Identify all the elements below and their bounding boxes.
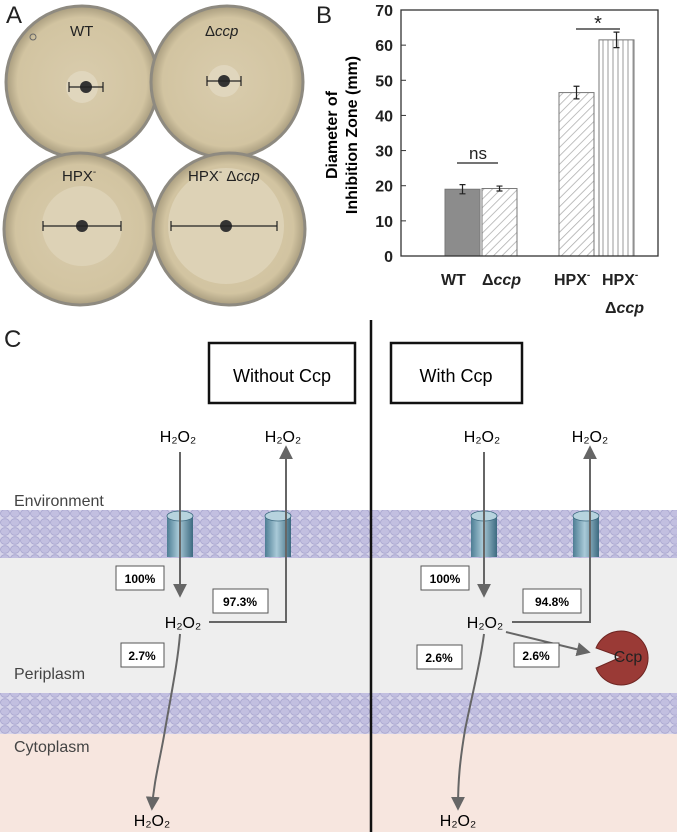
panel-letter-c: C [4,326,22,353]
bar [558,92,595,257]
error-bar [459,184,466,195]
outer-membrane [0,510,677,558]
svg-text:Diameter of: Diameter of [324,90,341,179]
cytoplasm-label: Cytoplasm [14,739,90,756]
right-efflux-arrow [512,445,597,623]
right-cyto-value: 2.6% [425,651,453,665]
right-h2o2-cytoplasm: H₂O₂ [440,813,476,830]
plate-wt [4,4,160,160]
left-efflux-value: 97.3% [223,595,257,609]
panel-letter-a: A [6,2,23,29]
h2o2-flux-diagram: Without Ccp With Ccp Environment Peripla… [0,320,677,832]
ccp-label: Ccp [614,649,643,666]
environment-label: Environment [14,493,104,510]
inhibition-zone-chart: Diameter of Inhibition Zone (mm) 0 10 20 30… [324,3,659,317]
with-ccp-box [389,341,524,405]
left-cyto-arrow [145,633,181,811]
right-efflux-value: 94.8% [535,595,569,609]
x-label-hpx: HPX- [554,270,590,289]
right-efflux-channel [572,510,600,557]
y-tick-label: 20 [375,179,393,196]
right-ccp-arrow [505,631,591,657]
plate-label-wt: WT [70,23,93,40]
sig-star: * [594,13,602,35]
y-tick-label: 30 [375,144,393,161]
left-h2o2-env-in: H₂O₂ [160,429,196,446]
svg-text:Inhibition Zone (mm): Inhibition Zone (mm) [344,56,361,214]
left-efflux-arrow [209,445,293,623]
left-uptake-value: 100% [125,572,156,586]
panel-letter-b: B [316,2,333,29]
y-tick-label: 50 [375,73,393,90]
right-h2o2-env-out: H₂O₂ [572,429,608,446]
left-cyto-box [120,642,165,668]
plate-label-hpx-ccp: HPX- Δccp [188,167,260,185]
right-cyto-box [416,644,463,670]
right-h2o2-env-in: H₂O₂ [464,429,500,446]
periplasm-region [0,558,677,693]
plot-frame [400,9,659,257]
right-h2o2-periplasm: H₂O₂ [467,615,503,632]
x-label-ccp: Δccp [482,272,521,289]
ns-label: ns [469,144,487,163]
plates-panel: WT Δccp HPX- HPX- Δccp [2,4,307,307]
x-label-wt: WT [441,272,466,289]
error-bar [573,85,580,100]
right-uptake-box [420,565,470,591]
left-h2o2-periplasm: H₂O₂ [165,615,201,632]
plate-ccp [149,4,305,160]
left-h2o2-cytoplasm: H₂O₂ [134,813,170,830]
bar [481,188,518,257]
x-label-hpx-ccp: HPX- [602,270,638,289]
bar [444,188,481,257]
error-bar [496,185,503,192]
right-efflux-box [522,588,582,614]
right-ccp-value: 2.6% [522,649,550,663]
left-efflux-box [212,588,269,614]
left-efflux-channel [264,510,292,557]
plate-label-ccp: Δccp [205,23,238,40]
right-uptake-value: 100% [430,572,461,586]
right-cyto-arrow [451,633,485,811]
plate-label-hpx: HPX- [62,167,96,185]
y-tick-label: 40 [375,108,393,125]
y-axis-label: Diameter of Inhibition Zone (mm) [324,56,361,214]
left-uptake-box [115,565,165,591]
cytoplasm-region [0,734,677,832]
without-ccp-box [207,341,357,405]
bar [598,39,635,257]
y-tick-label: 60 [375,38,393,55]
left-h2o2-env-out: H₂O₂ [265,429,301,446]
x-label-hpx-ccp-line2: Δccp [605,300,644,317]
inner-membrane [0,693,677,734]
y-tick-label: 0 [384,249,393,266]
periplasm-label: Periplasm [14,666,85,683]
error-bar [613,31,620,49]
right-ccp-box [513,642,560,668]
left-cyto-value: 2.7% [128,649,156,663]
plate-hpx [2,151,158,307]
plate-hpx-ccp [151,151,307,307]
without-ccp-title: Without Ccp [233,366,331,386]
ccp-enzyme-icon [595,630,649,686]
y-tick-label: 10 [375,214,393,231]
with-ccp-title: With Ccp [419,366,492,386]
y-tick-label: 70 [375,3,393,20]
